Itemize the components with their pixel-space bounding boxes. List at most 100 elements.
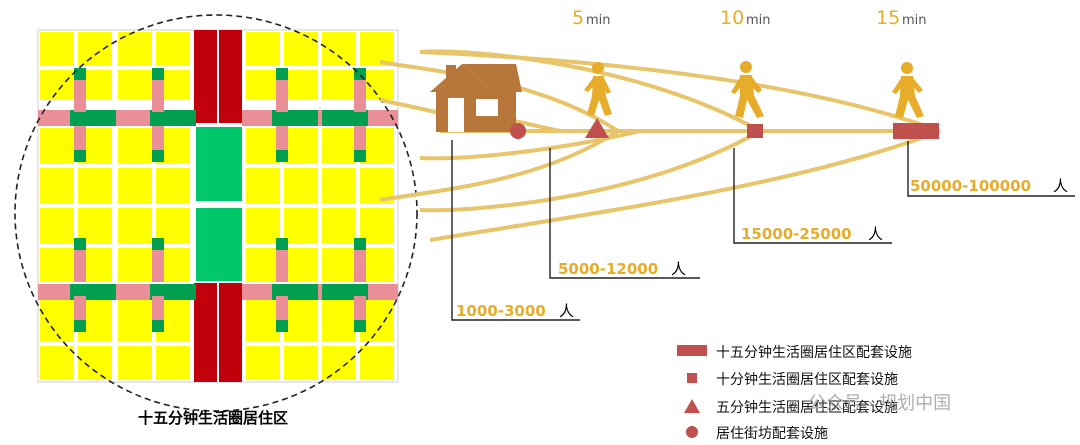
residential-block (322, 208, 356, 244)
residential-block (78, 346, 112, 380)
fifteen-minute-wide-marker (893, 123, 939, 139)
green-square (74, 320, 86, 332)
legend-wide-rect-icon (677, 345, 707, 356)
green-square (276, 238, 288, 250)
residential-block (322, 346, 356, 380)
watermark: 公众号 · 规划中国 (808, 393, 951, 414)
residential-block (40, 128, 74, 164)
svg-text:1000-3000: 1000-3000 (456, 302, 546, 320)
residential-block (246, 248, 280, 282)
legend-label-5min: 五分钟生活圈居住区配套设施 (716, 399, 898, 416)
legend-label-10min: 十分钟生活圈居住区配套设施 (716, 371, 898, 388)
green-square (74, 68, 86, 80)
ten-minute-square-marker (747, 124, 763, 138)
five-minute-triangle-marker (585, 118, 609, 138)
green-square (276, 150, 288, 162)
residential-block (246, 168, 280, 204)
residential-block (156, 168, 190, 204)
residential-block (322, 168, 356, 204)
plan-caption: 十五分钟生活圈居住区 (138, 409, 288, 427)
green-square (354, 238, 366, 250)
time-label-5: 5 min (572, 7, 611, 29)
svg-text:15: 15 (876, 7, 900, 29)
pink-band (242, 284, 398, 300)
residential-block (118, 208, 152, 244)
svg-text:min: min (902, 13, 927, 28)
residential-block (246, 208, 280, 244)
residential-block (40, 346, 74, 380)
population-label-3: 15000-25000 人 (741, 225, 883, 243)
residential-block (246, 346, 280, 380)
block-facility-circle-marker (510, 123, 526, 139)
svg-text:5000-12000: 5000-12000 (558, 260, 658, 278)
residential-block (118, 300, 152, 342)
residential-block (360, 346, 394, 380)
residential-block (322, 300, 356, 342)
residential-block (40, 248, 74, 282)
green-square (152, 150, 164, 162)
residential-block (284, 300, 318, 342)
residential-block (156, 346, 190, 380)
svg-text:min: min (746, 13, 771, 28)
green-square (152, 320, 164, 332)
green-square (354, 320, 366, 332)
residential-block (246, 70, 280, 100)
svg-text:人: 人 (559, 302, 574, 320)
green-square (74, 238, 86, 250)
svg-text:人: 人 (1053, 177, 1068, 195)
leader-lines (451, 140, 1075, 321)
residential-block (284, 128, 318, 164)
green-square (152, 68, 164, 80)
residential-block (78, 168, 112, 204)
legend-triangle-icon (684, 399, 700, 413)
time-label-15: 15 min (876, 7, 927, 29)
residential-block (284, 168, 318, 204)
legend-label-15min: 十五分钟生活圈居住区配套设施 (716, 344, 912, 361)
svg-text:50000-100000: 50000-100000 (910, 177, 1031, 195)
population-label-2: 5000-12000 人 (558, 260, 686, 278)
svg-text:15000-25000: 15000-25000 (741, 225, 852, 243)
svg-text:min: min (586, 13, 611, 28)
residential-block (284, 208, 318, 244)
residential-block (40, 32, 74, 66)
residential-block (40, 70, 74, 100)
residential-block (284, 346, 318, 380)
legend: 十五分钟生活圈居住区配套设施 十分钟生活圈居住区配套设施 五分钟生活圈居住区配套… (677, 344, 912, 442)
green-node (322, 110, 368, 126)
residential-block (284, 70, 318, 100)
service-radius-diagram: 5 min 10 min 15 min 1000-3000 人 5000-120… (379, 7, 1075, 442)
residential-block (118, 168, 152, 204)
green-square (276, 68, 288, 80)
residential-block (156, 32, 190, 66)
residential-block (40, 208, 74, 244)
residential-block (360, 32, 394, 66)
green-square (354, 150, 366, 162)
house-icon (430, 64, 522, 132)
population-label-4: 50000-100000 人 (910, 177, 1068, 195)
walker-15min-icon (892, 62, 924, 118)
walker-5min-icon (584, 62, 612, 116)
green-node (150, 110, 196, 126)
residential-block (118, 70, 152, 100)
pink-band (242, 110, 398, 126)
legend-label-block: 居住街坊配套设施 (716, 426, 828, 442)
green-square (152, 238, 164, 250)
residential-block (322, 248, 356, 282)
residential-block (246, 300, 280, 342)
block-grid (40, 32, 394, 380)
residential-block (40, 168, 74, 204)
fifteen-minute-circle-boundary (14, 14, 418, 412)
central-green-park (196, 127, 242, 281)
residential-block (78, 32, 112, 66)
legend-square-icon (687, 373, 697, 383)
green-square (74, 150, 86, 162)
residential-block (118, 346, 152, 380)
svg-text:人: 人 (868, 225, 883, 243)
residential-block (322, 32, 356, 66)
time-label-10: 10 min (720, 7, 771, 29)
residential-block (40, 300, 74, 342)
green-node (272, 110, 318, 126)
residential-block (284, 248, 318, 282)
residential-block (284, 32, 318, 66)
